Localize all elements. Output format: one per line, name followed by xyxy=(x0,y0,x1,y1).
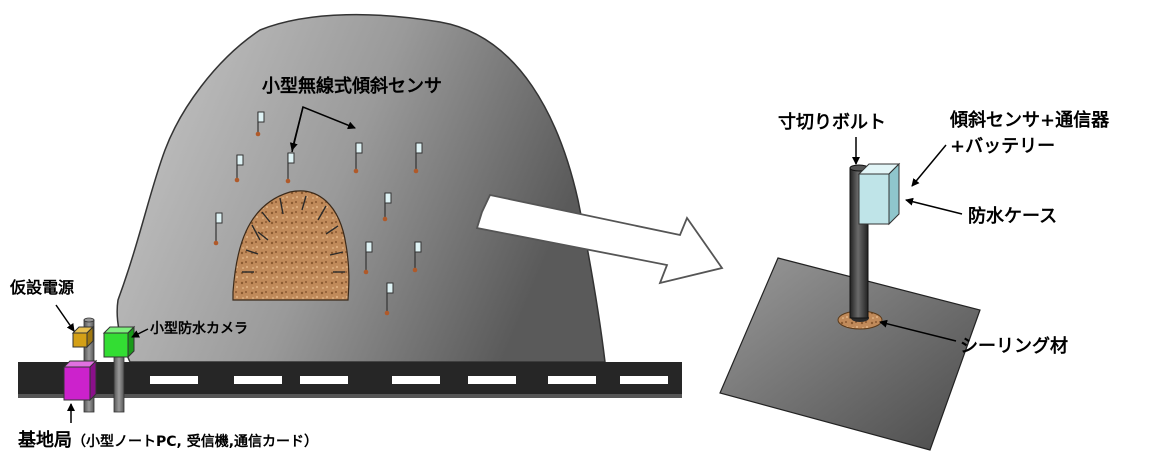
rock-slope xyxy=(116,13,606,363)
sensor-unit-label-line1: 傾斜センサ+通信器 xyxy=(949,109,1110,131)
sensor-marker xyxy=(413,142,423,174)
sealing-arrow xyxy=(879,319,957,342)
sensor-pointer-arrows xyxy=(289,105,356,153)
base-station-box xyxy=(62,359,98,402)
power-supply-label: 仮設電源 xyxy=(9,278,74,297)
sealing-label: シーリング材 xyxy=(960,335,1068,357)
waterproof-case-arrow xyxy=(905,197,963,215)
base-station-label: 基地局（小型ノートPC, 受信機,通信カード） xyxy=(17,429,318,451)
sensor-marker xyxy=(213,212,223,246)
sensor-marker xyxy=(353,142,363,174)
camera-box xyxy=(102,325,136,359)
lane-markings xyxy=(150,376,668,384)
power-supply-box xyxy=(71,325,95,349)
sensor-marker xyxy=(255,111,265,137)
sensor-marker xyxy=(382,192,392,222)
sensor-marker xyxy=(363,241,373,275)
sensor-marker xyxy=(285,152,295,184)
detail-arrow xyxy=(475,193,724,285)
bolt-label: 寸切りボルト xyxy=(778,111,886,133)
base-station-detail-label: （小型ノートPC, 受信機,通信カード） xyxy=(72,433,318,450)
sensor-unit-label-line2: +バッテリー xyxy=(950,136,1055,157)
sensor-marker xyxy=(384,282,394,316)
camera-label: 小型防水カメラ xyxy=(150,320,248,337)
road xyxy=(18,362,682,398)
tunnel-portal xyxy=(232,190,350,301)
sensor-marker xyxy=(412,241,422,273)
base-plate xyxy=(719,257,981,451)
slope-sensors xyxy=(213,111,423,316)
base-station-main-label: 基地局 xyxy=(17,429,72,451)
waterproof-case-label: 防水ケース xyxy=(968,205,1057,227)
rock-bolts xyxy=(242,195,345,273)
waterproof-case-box xyxy=(857,162,901,226)
sensor-unit-arrow xyxy=(911,144,947,187)
sensor-title-label: 小型無線式傾斜センサ xyxy=(262,75,442,97)
camera-arrow xyxy=(131,328,149,338)
sensor-marker xyxy=(234,154,244,183)
power-supply-arrow xyxy=(55,304,75,332)
